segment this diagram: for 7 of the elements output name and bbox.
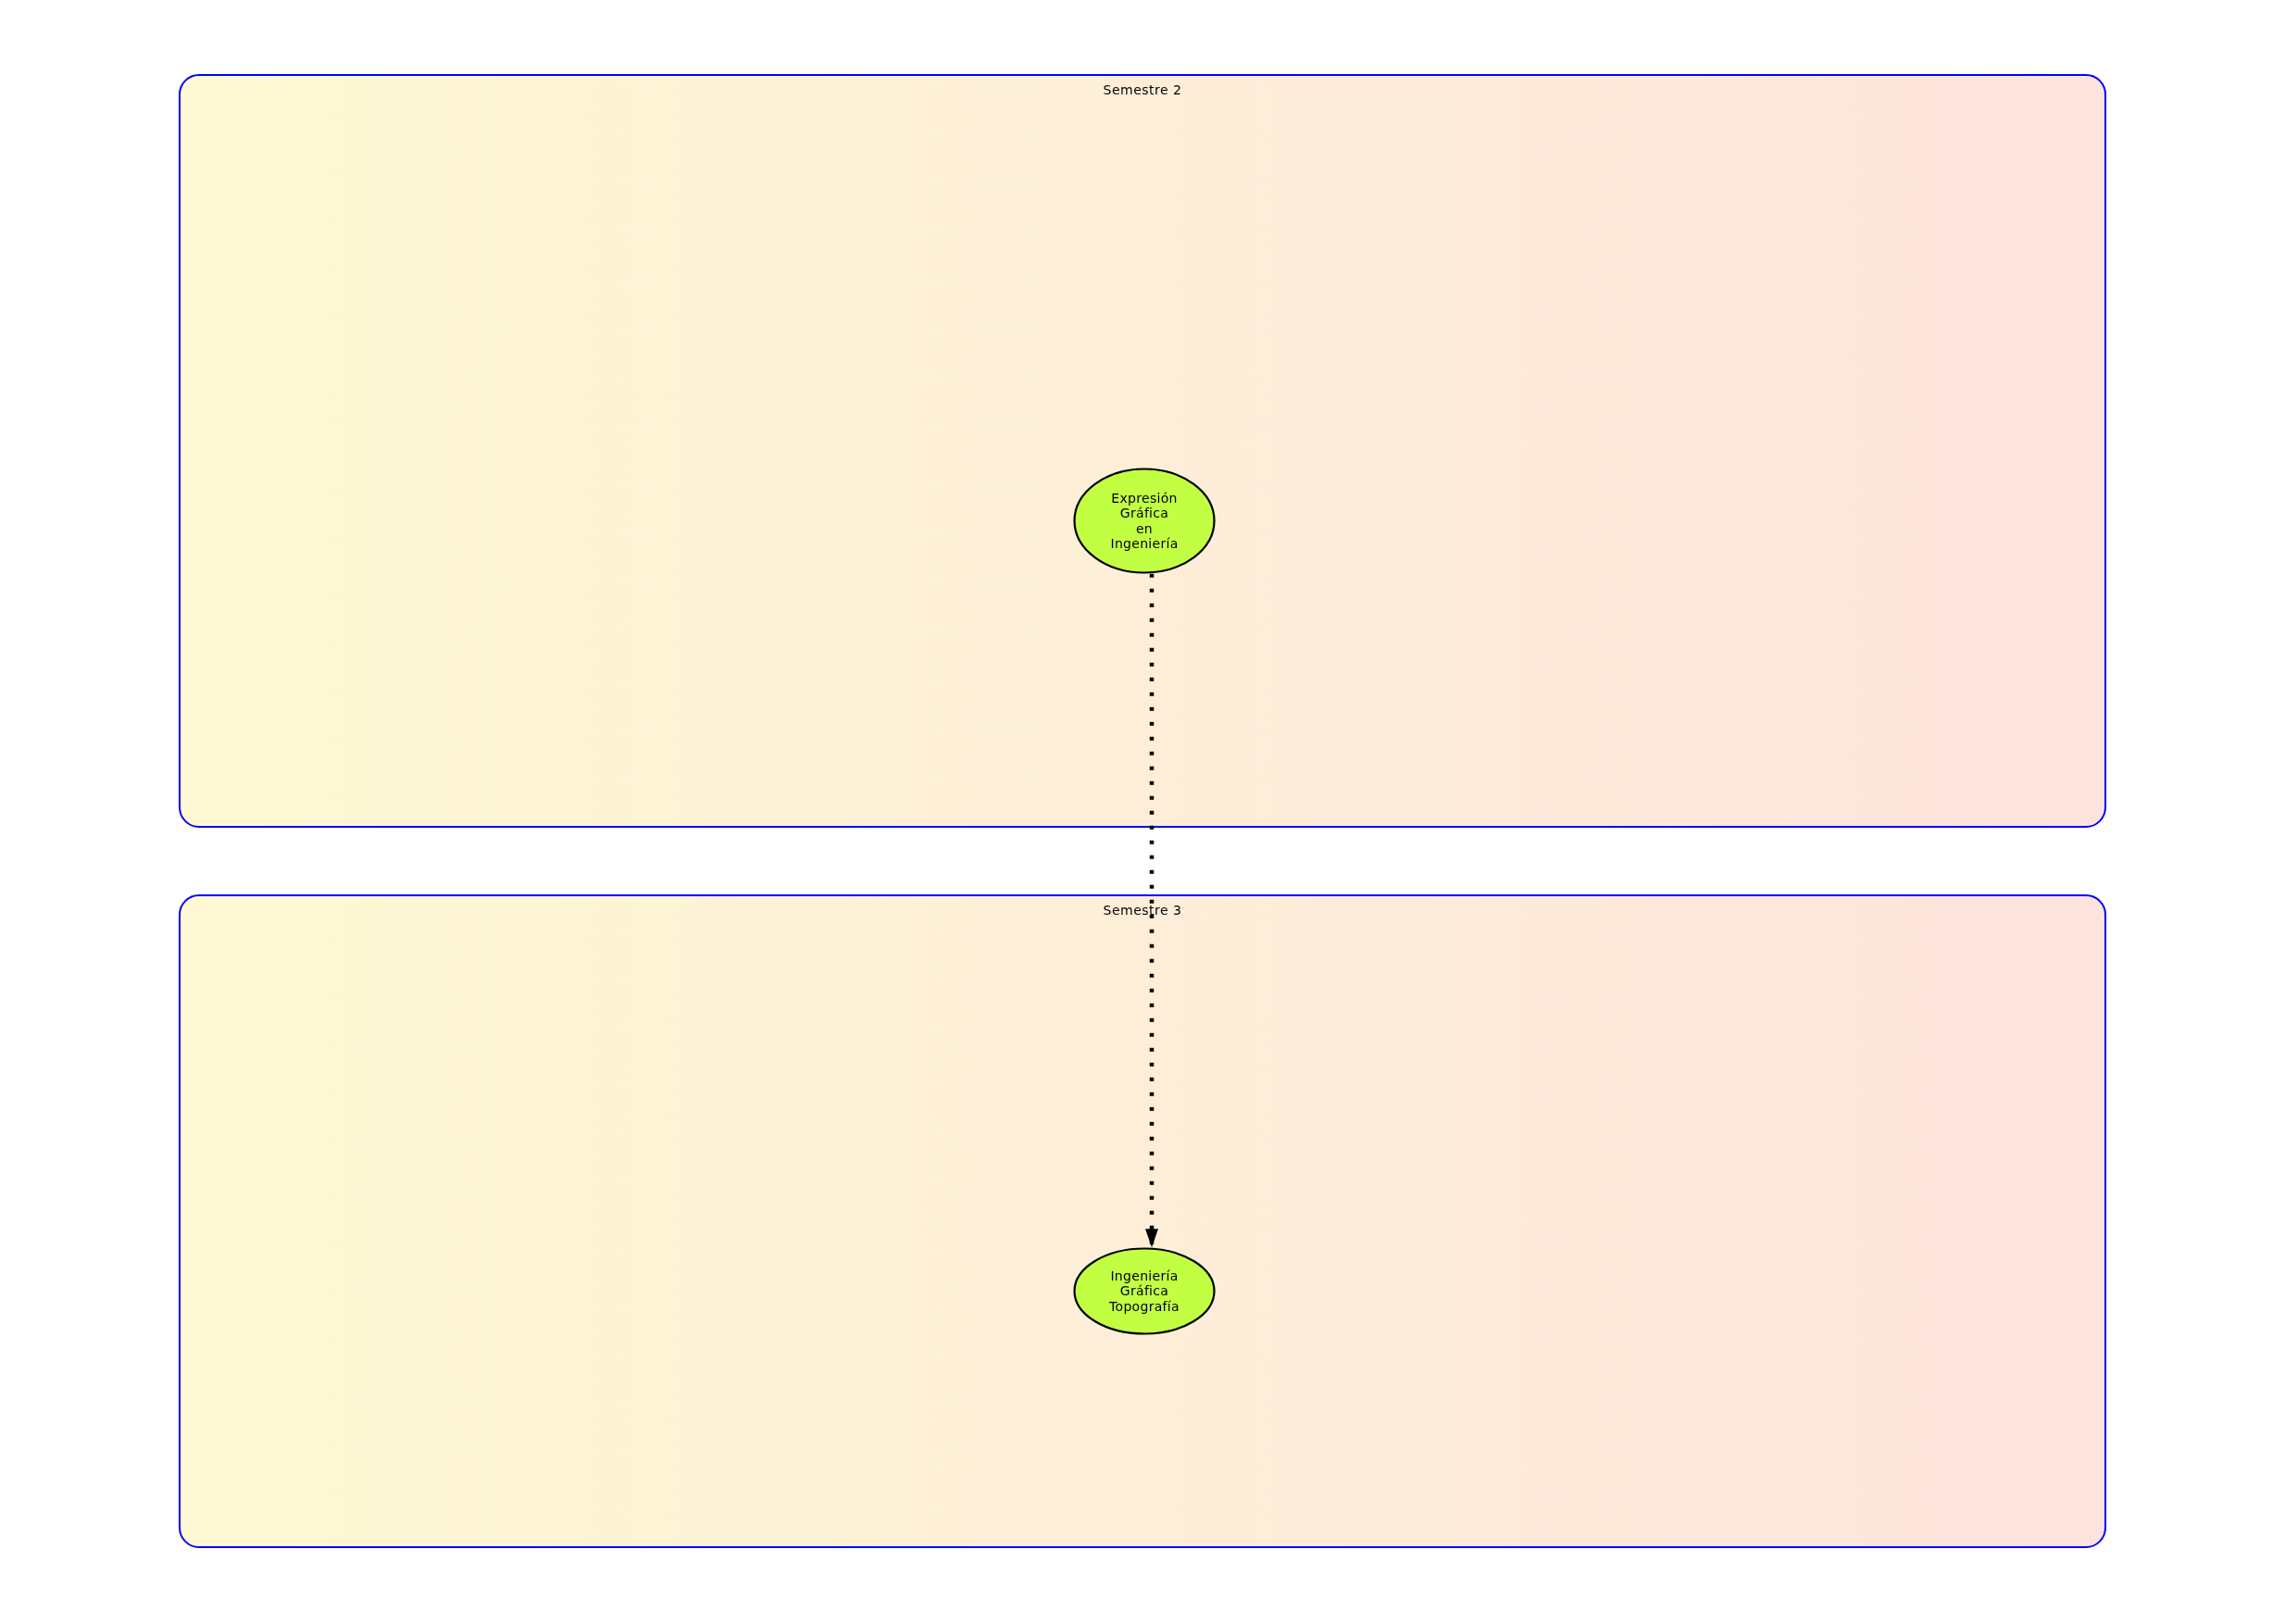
semester-panel (179, 894, 2106, 1548)
course-name: Ingeniería Gráfica Topografía (1109, 1268, 1180, 1315)
panel-title: Semestre 2 (1103, 82, 1182, 98)
semester-panel (179, 74, 2106, 828)
panel-title: Semestre 3 (1103, 903, 1182, 918)
course-name: Expresión Gráfica en Ingeniería (1110, 490, 1179, 552)
dotted-arrow (1145, 573, 1158, 1248)
